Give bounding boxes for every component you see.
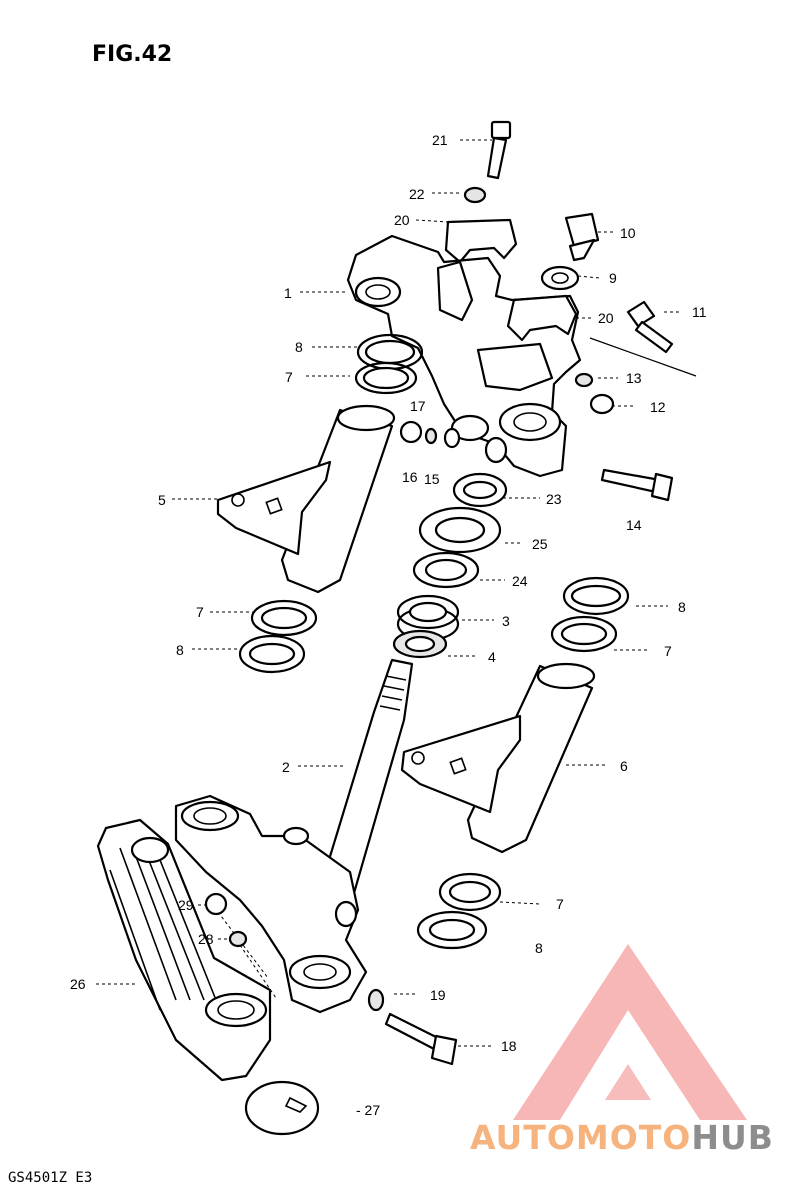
label-part-14: 14: [626, 517, 642, 533]
part-23-dust-seal: [452, 472, 508, 508]
part-19-washer: [367, 988, 385, 1012]
figure-title: FIG.42: [92, 42, 173, 67]
label-part-27: - 27: [356, 1102, 381, 1118]
part-25-cover: [418, 506, 502, 554]
label-part-6: 6: [620, 758, 628, 774]
part-26-front-fork-cover: [96, 818, 272, 1082]
label-part-25: 25: [532, 536, 548, 552]
part-29-nut: [204, 892, 228, 916]
label-part-15: 15: [424, 471, 440, 487]
label-part-7-c: 7: [664, 643, 672, 659]
label-part-17: 17: [410, 398, 426, 414]
label-part-24: 24: [512, 573, 528, 589]
part-9-washer: [540, 265, 580, 291]
part-steering-stem-lower-bracket: [174, 794, 368, 1014]
label-part-10: 10: [620, 225, 636, 241]
watermark-text-part2: HUB: [691, 1118, 774, 1157]
label-part-22: 22: [409, 186, 425, 202]
part-16-washer: [424, 427, 438, 445]
watermark-text: AUTOMOTOHUB: [470, 1118, 774, 1157]
label-part-29: 29: [178, 897, 194, 913]
part-8-7-bearing-upper-left: [354, 333, 424, 395]
label-part-7-d: 7: [556, 896, 564, 912]
part-22-nut: [463, 186, 487, 204]
label-part-23: 23: [546, 491, 562, 507]
part-15-washer: [443, 427, 461, 449]
watermark-logo-icon: [513, 944, 747, 1120]
part-24-bearing: [412, 551, 480, 589]
label-part-21: 21: [432, 132, 448, 148]
label-part-28: 28: [198, 931, 214, 947]
label-part-12: 12: [650, 399, 666, 415]
part-11-bolt: [626, 300, 674, 354]
label-part-4: 4: [488, 649, 496, 665]
part-10-bolt: [564, 212, 600, 262]
label-part-8-d: 8: [535, 940, 543, 956]
part-12-nut: [589, 393, 615, 415]
watermark-text-part1: AUTOMOTO: [470, 1118, 692, 1157]
label-part-20-lower: 20: [598, 310, 614, 326]
label-part-26: 26: [70, 976, 86, 992]
part-5-fork-cover-left: [216, 404, 396, 594]
label-part-9: 9: [609, 270, 617, 286]
label-part-8-a: 8: [295, 339, 303, 355]
part-27-cap: [244, 1080, 320, 1136]
part-20-handlebar-holder-lower: [506, 294, 578, 342]
label-part-5: 5: [158, 492, 166, 508]
label-part-18: 18: [501, 1038, 517, 1054]
label-part-19: 19: [430, 987, 446, 1003]
part-14-bolt: [600, 468, 674, 502]
label-part-8-b: 8: [176, 642, 184, 658]
part-21-bolt: [486, 120, 512, 180]
leader-lines: [96, 139, 697, 1047]
part-18-bolt: [384, 1012, 458, 1066]
label-part-7-a: 7: [285, 369, 293, 385]
label-part-16: 16: [402, 469, 418, 485]
part-1-steering-stem-upper-bracket: [346, 234, 582, 478]
part-6-fork-cover-right: [400, 662, 596, 854]
part-7-8-bearing-lower: [416, 872, 502, 950]
part-7-8-bearing-middle-left: [238, 599, 318, 674]
part-13-washer: [574, 372, 594, 388]
label-part-20-upper: 20: [394, 212, 410, 228]
part-17-cap-nut: [399, 420, 423, 444]
label-part-2: 2: [282, 759, 290, 775]
label-part-3: 3: [502, 613, 510, 629]
label-part-13: 13: [626, 370, 642, 386]
part-8-7-bearing-right: [550, 576, 630, 653]
part-28-washer: [228, 930, 248, 948]
label-part-11: 11: [692, 304, 707, 320]
label-part-1: 1: [284, 285, 292, 301]
label-part-7-b: 7: [196, 604, 204, 620]
label-part-8-c: 8: [678, 599, 686, 615]
part-4-washer: [392, 629, 448, 659]
part-20-handlebar-holder-upper: [444, 218, 518, 264]
model-code: GS4501Z E3: [8, 1170, 93, 1186]
